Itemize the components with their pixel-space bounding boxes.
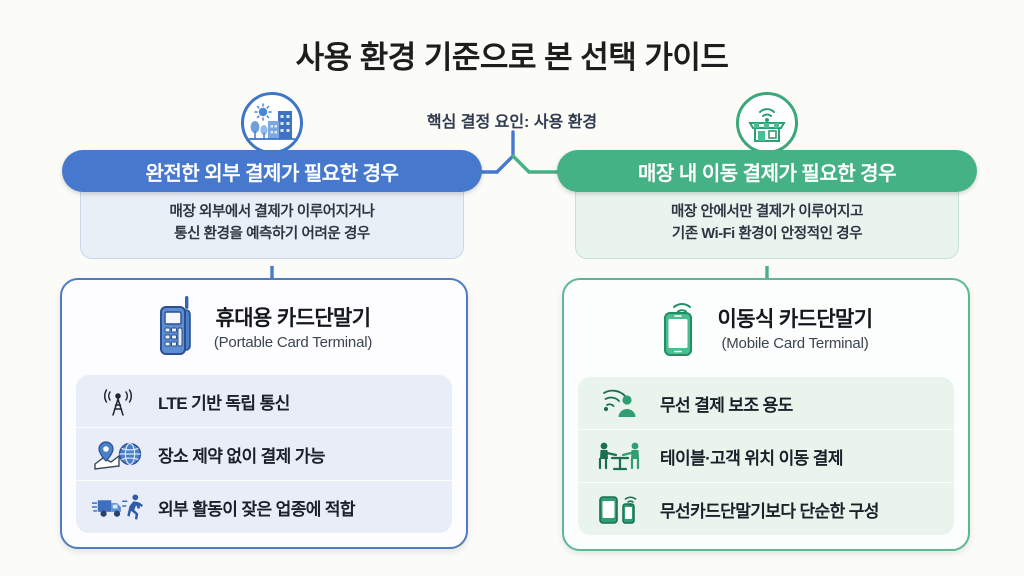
truck-runner-icon bbox=[92, 490, 144, 524]
feature-item: 외부 활동이 잦은 업종에 적합 bbox=[76, 480, 452, 533]
wifi-person-icon bbox=[594, 386, 646, 420]
feature-item: 장소 제약 없이 결제 가능 bbox=[76, 427, 452, 480]
two-devices-icon bbox=[594, 492, 646, 526]
feature-label: 외부 활동이 잦은 업종에 적합 bbox=[158, 499, 356, 519]
description-line-1: 매장 외부에서 결제가 이루어지거나 bbox=[169, 204, 375, 220]
mobile-phone-wifi-icon bbox=[660, 296, 702, 363]
branch-instore: 매장 내 이동 결제가 필요한 경우 매장 안에서만 결제가 이루어지고 기존 … bbox=[557, 92, 977, 300]
portable-terminal-icon bbox=[156, 296, 198, 361]
feature-item: LTE 기반 독립 통신 bbox=[76, 375, 452, 427]
card-title-ko: 휴대용 카드단말기 bbox=[215, 307, 371, 331]
card-title-group: 휴대용 카드단말기 (Portable Card Terminal) bbox=[213, 306, 373, 351]
description-line-2: 기존 Wi-Fi 환경이 안정적인 경우 bbox=[671, 226, 863, 243]
feature-label: LTE 기반 독립 통신 bbox=[158, 393, 290, 413]
card-title-en: (Portable Card Terminal) bbox=[213, 333, 373, 351]
map-pin-globe-icon bbox=[92, 437, 144, 471]
feature-label: 장소 제약 없이 결제 가능 bbox=[158, 446, 326, 466]
branch-banner-outdoor[interactable]: 완전한 외부 결제가 필요한 경우 bbox=[62, 150, 482, 192]
feature-item: 테이블·고객 위치 이동 결제 bbox=[578, 429, 954, 482]
key-factor-label: 핵심 결정 요인: 사용 환경 bbox=[426, 114, 598, 131]
outdoor-cityscape-icon bbox=[241, 92, 303, 154]
card-header: 휴대용 카드단말기 (Portable Card Terminal) bbox=[62, 280, 466, 373]
feature-list-mobile: 무선 결제 보조 용도 bbox=[578, 377, 954, 535]
storefront-wifi-icon bbox=[736, 92, 798, 154]
antenna-tower-icon bbox=[92, 384, 144, 418]
branch-banner-instore[interactable]: 매장 내 이동 결제가 필요한 경우 bbox=[557, 150, 977, 192]
feature-list-portable: LTE 기반 독립 통신 bbox=[76, 375, 452, 533]
card-title-ko: 이동식 카드단말기 bbox=[717, 308, 874, 332]
description-line-1: 매장 안에서만 결제가 이루어지고 bbox=[670, 204, 864, 220]
product-card-portable[interactable]: 휴대용 카드단말기 (Portable Card Terminal) bbox=[60, 278, 468, 549]
feature-item: 무선 결제 보조 용도 bbox=[578, 377, 954, 429]
product-card-mobile[interactable]: 이동식 카드단말기 (Mobile Card Terminal) bbox=[562, 278, 970, 551]
card-title-group: 이동식 카드단말기 (Mobile Card Terminal) bbox=[717, 307, 874, 352]
feature-label: 테이블·고객 위치 이동 결제 bbox=[660, 448, 843, 468]
description-line-2: 통신 환경을 예측하기 어려운 경우 bbox=[174, 226, 370, 243]
feature-label: 무선 결제 보조 용도 bbox=[660, 395, 793, 415]
table-service-icon bbox=[594, 439, 646, 473]
branch-outdoor: 완전한 외부 결제가 필요한 경우 매장 외부에서 결제가 이루어지거나 통신 … bbox=[62, 92, 482, 300]
feature-item: 무선카드단말기보다 단순한 구성 bbox=[578, 482, 954, 535]
card-header: 이동식 카드단말기 (Mobile Card Terminal) bbox=[564, 280, 968, 375]
page-title: 사용 환경 기준으로 본 선택 가이드 bbox=[295, 40, 729, 75]
card-title-en: (Mobile Card Terminal) bbox=[721, 334, 869, 352]
feature-label: 무선카드단말기보다 단순한 구성 bbox=[660, 501, 879, 521]
